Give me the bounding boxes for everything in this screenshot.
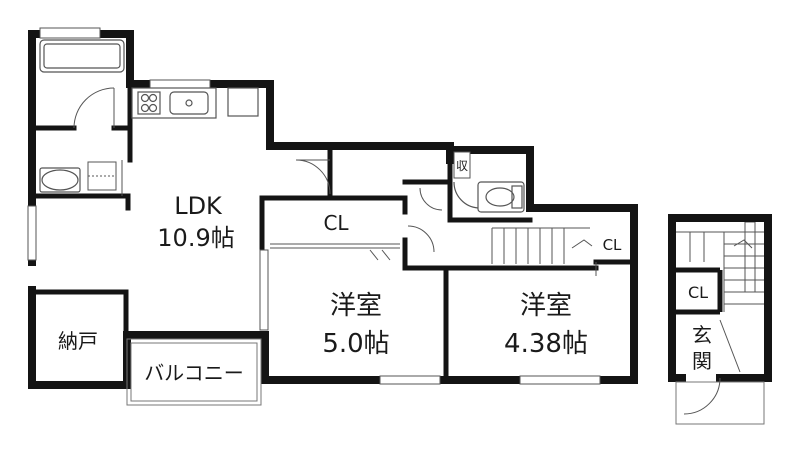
entrance-label-2: 関 [692,349,712,373]
bathtub [39,39,125,73]
western2-name: 洋室 [520,291,572,321]
room-labels: LDK 10.9帖 CL 洋室 5.0帖 洋室 4.38帖 CL 収 納戸 バル… [58,159,712,385]
western2-size: 4.38帖 [504,329,588,359]
interior-walls [29,81,637,383]
entrance-door-swing [683,377,721,415]
main-unit [27,27,756,406]
stairs-main [491,227,593,264]
hall-door-2 [419,187,443,211]
entrance-diagonal [719,319,741,373]
hallway-door [295,159,331,195]
western1-size: 5.0帖 [322,329,389,359]
entrance-label-1: 玄 [692,323,712,347]
bath-door-swing [73,87,115,129]
entrance-step [675,381,765,425]
closet-entrance-label: CL [688,283,708,302]
entrance-unit [668,214,772,425]
western1-name: 洋室 [330,291,382,321]
closet-sliding-doors [270,243,400,261]
toilet [453,181,525,213]
western1-door [407,225,435,253]
balcony-outline [126,338,262,406]
small-storage [453,151,471,179]
ldk-name: LDK [174,192,223,220]
kitchen-counter [131,87,259,119]
storage-label: 納戸 [58,329,98,353]
entrance-interior-walls [672,267,723,315]
closet-main-label: CL [323,211,349,235]
closet-stair-label: CL [603,236,622,254]
ldk-size: 10.9帖 [157,224,234,252]
balcony-label: バルコニー [144,361,244,385]
ldk-window [259,249,269,331]
wash-basin [39,167,81,193]
washing-machine-space [87,161,117,191]
stairs-entrance [676,231,764,312]
small-storage-label: 収 [456,159,468,173]
